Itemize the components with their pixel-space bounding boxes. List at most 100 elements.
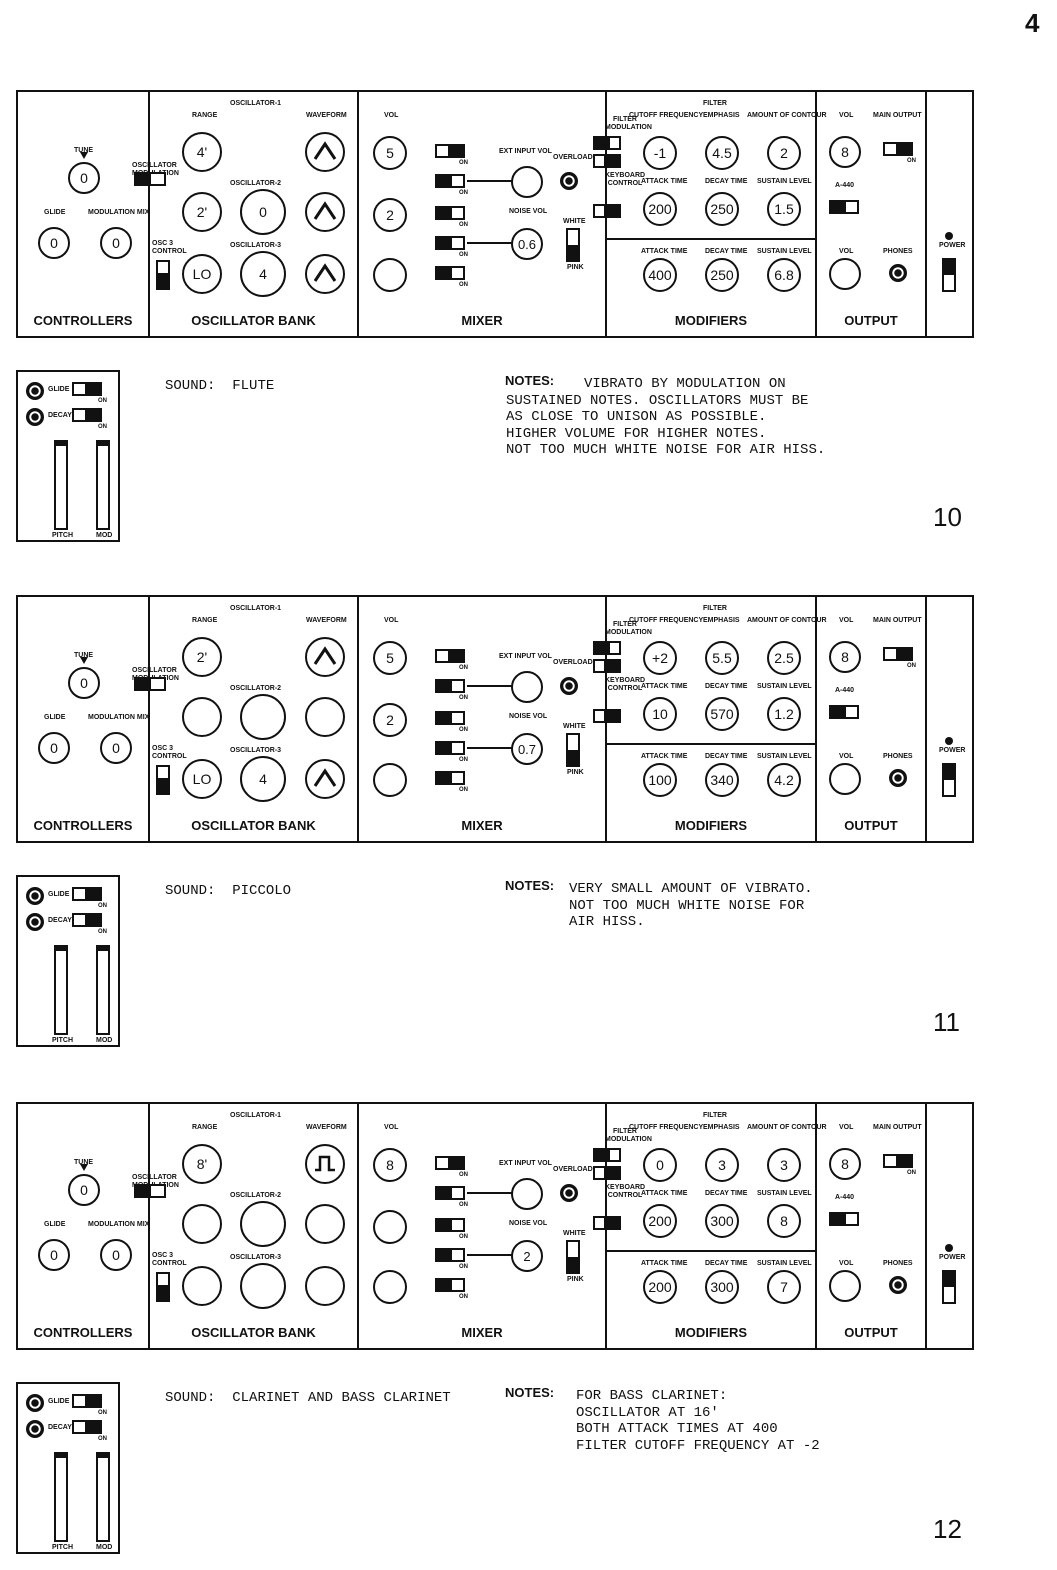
decay-switch[interactable]: [72, 1420, 102, 1434]
osc3-control-switch[interactable]: [156, 1272, 170, 1302]
osc2-frequency-knob[interactable]: [240, 1201, 286, 1247]
keyboard-control-switch-2[interactable]: [593, 204, 621, 218]
a440-switch[interactable]: [829, 200, 859, 214]
mixer-vol3-knob[interactable]: [373, 1270, 407, 1304]
osc1-waveform-knob[interactable]: [305, 1144, 345, 1184]
decay-switch[interactable]: [72, 913, 102, 927]
loudness-sustain-knob[interactable]: 4.2: [767, 763, 801, 797]
a440-switch[interactable]: [829, 705, 859, 719]
tune-knob[interactable]: 0: [68, 1174, 100, 1206]
mixer-switch-1[interactable]: [435, 649, 465, 663]
noise-color-switch[interactable]: [566, 733, 580, 767]
noise-color-switch[interactable]: [566, 228, 580, 262]
osc1-waveform-knob[interactable]: [305, 637, 345, 677]
mixer-switch-5[interactable]: [435, 1278, 465, 1292]
filter-sustain-knob[interactable]: 1.2: [767, 697, 801, 731]
mod-wheel[interactable]: [96, 1452, 110, 1542]
emphasis-knob[interactable]: 3: [705, 1148, 739, 1182]
ext-input-vol-knob[interactable]: [511, 166, 543, 198]
cutoff-frequency-knob[interactable]: +2: [643, 641, 677, 675]
filter-modulation-switch[interactable]: [593, 1148, 621, 1162]
filter-decay-knob[interactable]: 300: [705, 1204, 739, 1238]
amount-of-contour-knob[interactable]: 2.5: [767, 641, 801, 675]
osc2-frequency-knob[interactable]: 0: [240, 189, 286, 235]
mixer-vol1-knob[interactable]: 5: [373, 641, 407, 675]
loudness-sustain-knob[interactable]: 7: [767, 1270, 801, 1304]
osc2-frequency-knob[interactable]: [240, 694, 286, 740]
glide-knob[interactable]: 0: [38, 732, 70, 764]
keyboard-control-switch-2[interactable]: [593, 1216, 621, 1230]
mixer-switch-3[interactable]: [435, 206, 465, 220]
main-output-switch[interactable]: [883, 1154, 913, 1168]
filter-sustain-knob[interactable]: 8: [767, 1204, 801, 1238]
mod-wheel[interactable]: [96, 945, 110, 1035]
mixer-vol3-knob[interactable]: [373, 763, 407, 797]
phones-vol-knob[interactable]: [829, 258, 861, 290]
pitch-wheel[interactable]: [54, 1452, 68, 1542]
noise-vol-knob[interactable]: 2: [511, 1240, 543, 1272]
glide-switch[interactable]: [72, 1394, 102, 1408]
loudness-sustain-knob[interactable]: 6.8: [767, 258, 801, 292]
cutoff-frequency-knob[interactable]: 0: [643, 1148, 677, 1182]
noise-vol-knob[interactable]: 0.7: [511, 733, 543, 765]
osc-modulation-switch[interactable]: [134, 1184, 166, 1198]
noise-vol-knob[interactable]: 0.6: [511, 228, 543, 260]
cutoff-frequency-knob[interactable]: -1: [643, 136, 677, 170]
power-switch[interactable]: [942, 1270, 956, 1304]
osc3-control-switch[interactable]: [156, 765, 170, 795]
filter-attack-knob[interactable]: 200: [643, 1204, 677, 1238]
loudness-decay-knob[interactable]: 340: [705, 763, 739, 797]
tune-knob[interactable]: 0: [68, 667, 100, 699]
osc1-range-knob[interactable]: 8': [182, 1144, 222, 1184]
osc2-waveform-knob[interactable]: [305, 1204, 345, 1244]
modulation-mix-knob[interactable]: 0: [100, 1239, 132, 1271]
main-output-switch[interactable]: [883, 142, 913, 156]
osc3-frequency-knob[interactable]: 4: [240, 251, 286, 297]
filter-modulation-switch[interactable]: [593, 641, 621, 655]
mod-wheel[interactable]: [96, 440, 110, 530]
glide-knob[interactable]: 0: [38, 227, 70, 259]
output-vol-knob[interactable]: 8: [829, 1148, 861, 1180]
noise-color-switch[interactable]: [566, 1240, 580, 1274]
filter-modulation-switch[interactable]: [593, 136, 621, 150]
mixer-vol1-knob[interactable]: 8: [373, 1148, 407, 1182]
emphasis-knob[interactable]: 4.5: [705, 136, 739, 170]
ext-input-vol-knob[interactable]: [511, 1178, 543, 1210]
mixer-switch-3[interactable]: [435, 1218, 465, 1232]
mixer-switch-2[interactable]: [435, 679, 465, 693]
mixer-switch-5[interactable]: [435, 771, 465, 785]
glide-switch[interactable]: [72, 382, 102, 396]
keyboard-control-switch-1[interactable]: [593, 154, 621, 168]
filter-attack-knob[interactable]: 200: [643, 192, 677, 226]
osc3-waveform-knob[interactable]: [305, 1266, 345, 1306]
glide-switch[interactable]: [72, 887, 102, 901]
osc3-range-knob[interactable]: [182, 1266, 222, 1306]
keyboard-control-switch-2[interactable]: [593, 709, 621, 723]
amount-of-contour-knob[interactable]: 3: [767, 1148, 801, 1182]
glide-knob[interactable]: 0: [38, 1239, 70, 1271]
osc3-control-switch[interactable]: [156, 260, 170, 290]
osc1-range-knob[interactable]: 4': [182, 132, 222, 172]
mixer-switch-4[interactable]: [435, 236, 465, 250]
osc3-waveform-knob[interactable]: [305, 254, 345, 294]
ext-input-vol-knob[interactable]: [511, 671, 543, 703]
mixer-vol3-knob[interactable]: [373, 258, 407, 292]
emphasis-knob[interactable]: 5.5: [705, 641, 739, 675]
amount-of-contour-knob[interactable]: 2: [767, 136, 801, 170]
osc2-range-knob[interactable]: 2': [182, 192, 222, 232]
filter-sustain-knob[interactable]: 1.5: [767, 192, 801, 226]
filter-decay-knob[interactable]: 250: [705, 192, 739, 226]
loudness-attack-knob[interactable]: 200: [643, 1270, 677, 1304]
power-switch[interactable]: [942, 258, 956, 292]
osc3-waveform-knob[interactable]: [305, 759, 345, 799]
phones-vol-knob[interactable]: [829, 763, 861, 795]
keyboard-control-switch-1[interactable]: [593, 1166, 621, 1180]
decay-switch[interactable]: [72, 408, 102, 422]
power-switch[interactable]: [942, 763, 956, 797]
loudness-attack-knob[interactable]: 100: [643, 763, 677, 797]
phones-vol-knob[interactable]: [829, 1270, 861, 1302]
loudness-decay-knob[interactable]: 300: [705, 1270, 739, 1304]
osc3-range-knob[interactable]: LO: [182, 254, 222, 294]
osc1-waveform-knob[interactable]: [305, 132, 345, 172]
mixer-switch-1[interactable]: [435, 1156, 465, 1170]
